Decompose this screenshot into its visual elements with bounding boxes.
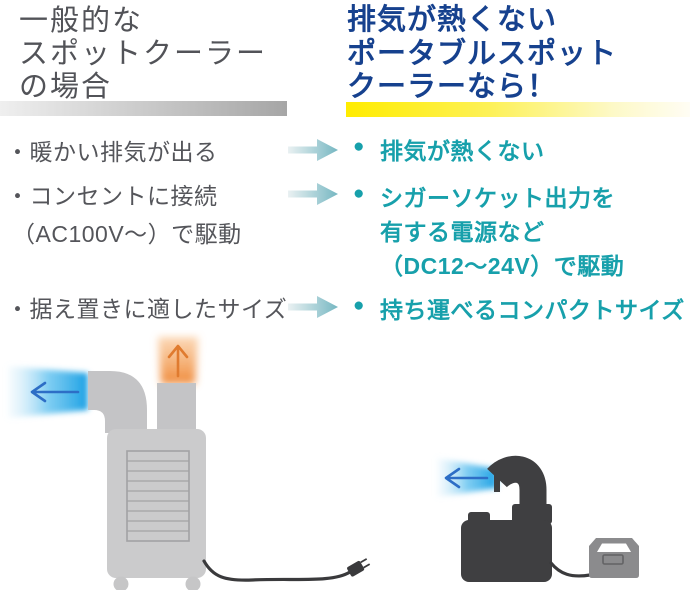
portable-cooler-body <box>461 520 552 582</box>
ac-plug-icon <box>347 558 371 577</box>
left-title-line: の場合 <box>19 71 113 103</box>
left-header-underline-bar <box>0 101 287 116</box>
right-title-line: ポータブルスポット <box>347 37 618 70</box>
right-title-line: クーラーなら！ <box>347 71 558 103</box>
handle-slot <box>597 543 631 552</box>
hot-exhaust-arrow-icon <box>167 344 189 378</box>
bullet-icon: ● <box>353 183 365 204</box>
right-arrow-icon <box>288 296 338 318</box>
left-column-title: 一般的な スポットクーラー の場合 <box>19 5 267 104</box>
right-item-dc-power: ● シガーソケット出力を 有する電源など （DC12～24V）で駆動 <box>353 183 625 279</box>
power-cord <box>202 559 352 582</box>
caster-wheel <box>113 576 129 590</box>
right-column-title: 排気が熱くない ポータブルスポット クーラーなら！ <box>347 4 617 105</box>
vent-grille <box>126 450 190 542</box>
bullet-icon: ● <box>353 136 365 157</box>
spot-cooler-illustration <box>8 337 371 590</box>
left-title-line: スポットクーラー <box>19 38 268 70</box>
left-item-ac-power: ・コンセントに接続 （AC100V～）で駆動 <box>6 183 242 247</box>
right-item-cool-exhaust: ● 排気が熱くない <box>353 136 545 164</box>
right-item-compact-size: ● 持ち運べるコンパクトサイズ <box>353 295 685 323</box>
portable-power-station <box>589 538 639 578</box>
left-title-line: 一般的な <box>19 5 144 37</box>
duct-collar <box>512 504 552 524</box>
cold-air-duct <box>88 371 147 433</box>
dc-cable <box>549 561 592 578</box>
right-arrow-icon <box>288 183 338 205</box>
cooler-illustrations <box>8 337 639 590</box>
cold-air-arrow-icon <box>30 381 80 403</box>
right-arrow-icon <box>288 139 338 161</box>
right-header-underline-bar <box>346 102 690 117</box>
left-item-warm-exhaust: ・暖かい排気が出る <box>6 139 218 165</box>
cold-air-arrow-icon <box>444 467 489 489</box>
bullet-icon: ● <box>353 295 365 316</box>
portable-duct <box>487 455 547 510</box>
exhaust-duct <box>157 383 196 433</box>
left-item-stationary-size: ・据え置きに適したサイズ <box>6 296 288 322</box>
right-title-line: 排気が熱くない <box>347 4 558 36</box>
duct-outlet <box>494 465 500 492</box>
caster-wheel <box>185 576 201 590</box>
portable-cooler-illustration <box>437 455 639 582</box>
power-station-display <box>602 554 624 565</box>
